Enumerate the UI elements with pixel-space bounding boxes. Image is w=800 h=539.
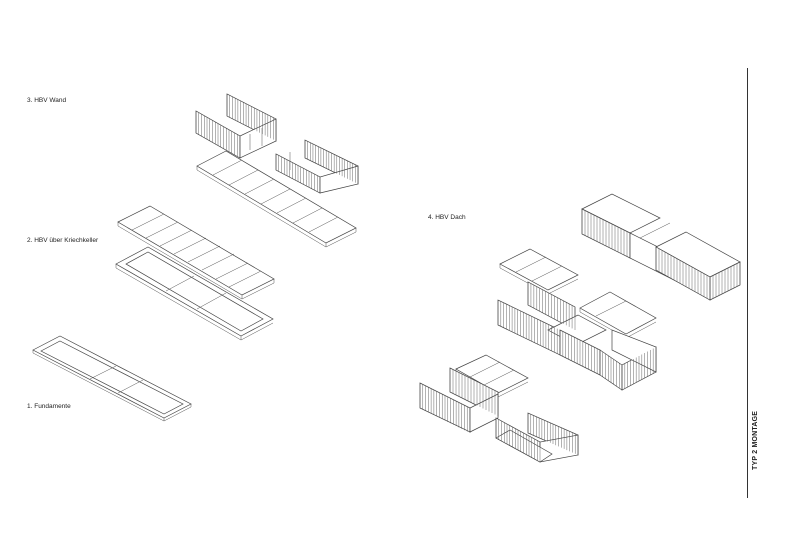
step-4-label: 4. HBV Dach: [428, 214, 466, 221]
step-2-label: 2. HBV über Kriechkeller: [27, 237, 99, 244]
wall-base-slab: [196, 150, 357, 248]
step-1-label: 1. Fundamente: [27, 403, 71, 410]
roof-module-lower-right: [495, 412, 579, 463]
step-3-label: 3. HBV Wand: [27, 97, 67, 104]
roof-module-lower-left: [419, 354, 529, 433]
roof-module-top: [581, 193, 741, 301]
sheet-divider-line: [747, 68, 748, 498]
floor-slab: [117, 205, 275, 300]
wall-module-left: [195, 93, 277, 159]
wall-module-right: [275, 139, 359, 194]
roof-module-middle: [497, 248, 657, 391]
foundation-frame: [32, 335, 192, 422]
crawlspace-frame: [115, 246, 274, 341]
